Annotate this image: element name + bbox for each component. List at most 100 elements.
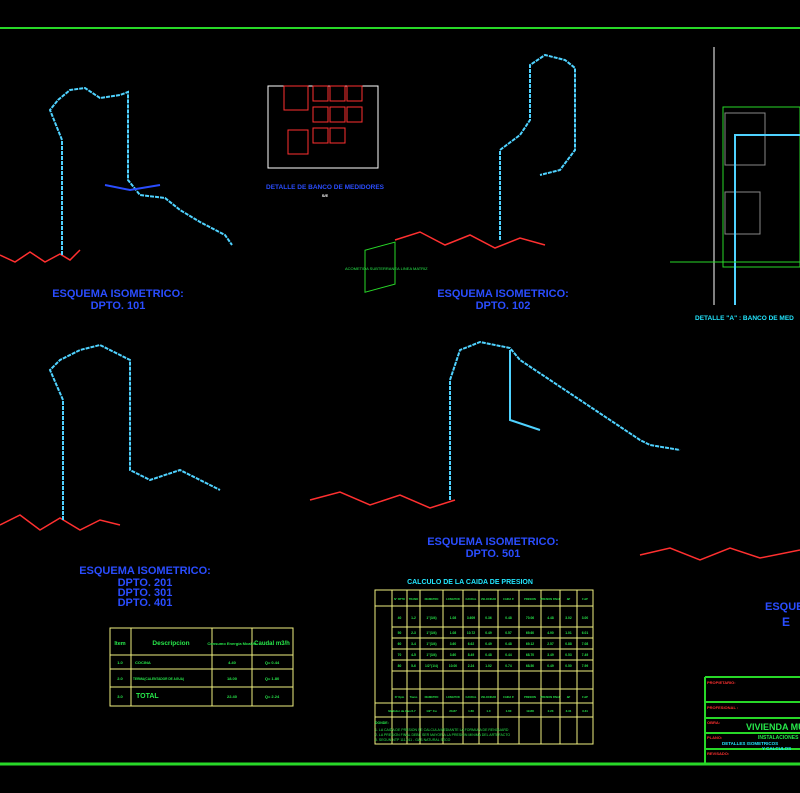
obra-value: VIVIENDA MU [746, 722, 800, 732]
cell: TOTAL [136, 693, 159, 700]
table-cell: 5-6 [411, 664, 416, 668]
acometida-label: ACOMETIDA SUBTERRANEA LINEA MATRIZ [345, 266, 428, 271]
table-cell: 1"(3/4) [426, 631, 436, 635]
iso-301-line: DPTO. 301 [118, 587, 173, 599]
table-cell: 3.60 [450, 642, 457, 646]
iso-501-subtitle: DPTO. 501 [466, 548, 521, 560]
table-cell: 8.49 [468, 653, 475, 657]
plano-value-3: Y CALCULOS [762, 746, 791, 751]
header-consumo: Consumo Energía Mcal/hr [207, 641, 257, 646]
table-cell: CAIDA P. [503, 597, 514, 601]
table-cell: 50 [398, 631, 402, 635]
table-cell: 1/2" Cu [426, 709, 437, 713]
title-block: PROPIETARIO: PROFESIONAL : OBRA: PLANO: … [704, 676, 800, 764]
table-cell: 0.48 [505, 616, 512, 620]
table-cell: 6.01 [582, 631, 589, 635]
table-cell: 0.44 [505, 653, 512, 657]
table-cell: CAUDAL [466, 597, 477, 601]
table-cell: 1.08 [450, 616, 457, 620]
table-cell: 3.31 [566, 709, 572, 713]
banco-medidores-title: DETALLE DE BANCO DE MEDIDORES [266, 184, 385, 191]
note: 1. LA CAIDA DE PRESION SE CALCULA MEDIAN… [375, 728, 509, 732]
table-cell: PRESION [524, 597, 536, 601]
table-cell: 0.88 [565, 642, 572, 646]
table-cell: 2-3 [411, 631, 416, 635]
table-cell: 0.36 [485, 616, 492, 620]
table-cell: 0.48 [505, 642, 512, 646]
note: 2. LA PRESION FINAL DEBE SER MAYOR A LA … [375, 733, 510, 737]
table-cell: 3.60 [450, 653, 457, 657]
table-cell: 1.0 [486, 709, 491, 713]
table-cell: 70 [398, 653, 402, 657]
table-cell: DIAMETRO [425, 695, 439, 699]
table-cell: 3.00 [582, 616, 589, 620]
revisado-label: REVISADO: [707, 751, 729, 756]
table-cell: PRESION [524, 695, 536, 699]
table-cell: 23.87 [449, 709, 457, 713]
table-cell: 1.01 [565, 631, 572, 635]
banco-medidores-detail: DETALLE DE BANCO DE MEDIDORES S/E [266, 85, 385, 198]
table-cell: 7.99 [582, 664, 589, 668]
table-cell: 1"(3/4) [426, 653, 436, 657]
notes-title: DONDE: [375, 721, 389, 725]
table-cell: 1.08 [450, 631, 457, 635]
isometric-dpto-102: ESQUEMA ISOMETRICO: DPTO. 102 ACOMETIDA … [345, 53, 576, 312]
cell: 18.00 [227, 676, 238, 681]
isometric-partial: ESQUE E [639, 547, 800, 629]
cell: TERMA(CALENTADOR DE AGUA) [133, 677, 184, 681]
iso-401-line: DPTO. 401 [118, 597, 173, 609]
obra-label: OBRA: [707, 720, 720, 725]
consumo-table-text: Item Descripcion Consumo Energía Mcal/hr… [114, 640, 290, 700]
table-cell: 3-4 [411, 642, 416, 646]
table-cell: 69.60 [526, 631, 534, 635]
cell: 4.40 [228, 660, 237, 665]
table-cell: 7.08 [582, 642, 589, 646]
iso-101-title: ESQUEMA ISOMETRICO: [52, 288, 184, 300]
pressure-table-title: CALCULO DE LA CAIDA DE PRESION [407, 579, 533, 586]
table-cell: 6.62 [468, 642, 475, 646]
table-cell: N° DPTO [394, 597, 405, 601]
table-cell: 70.06 [526, 616, 534, 620]
table-cell: Tramo [410, 695, 418, 699]
table-cell: 3.49 [547, 653, 554, 657]
table-cell: 0.49 [485, 631, 492, 635]
pressure-table-frame [374, 589, 594, 745]
iso-201-title: ESQUEMA ISOMETRICO: [79, 565, 211, 577]
table-cell: 1.60 [468, 709, 474, 713]
table-cell: 2.23 [548, 709, 554, 713]
table-cell: 1-2 [411, 616, 416, 620]
banco-medidores-scale: S/E [322, 193, 329, 198]
cell: 22.40 [227, 694, 238, 699]
table-cell: 10.00 [449, 664, 457, 668]
table-cell: DIAMETRO [425, 597, 439, 601]
table-cell: 10.72 [467, 631, 475, 635]
table-cell: Medidor de Gas [388, 709, 411, 713]
table-cell: 3.02 [565, 616, 572, 620]
table-cell: ΔP [567, 695, 571, 699]
plano-value-2: DETALLES ISOMETRICOS [722, 741, 778, 746]
table-cell: 0.48 [485, 653, 492, 657]
iso-102-subtitle: DPTO. 102 [476, 300, 531, 312]
table-cell: 4-5 [411, 653, 416, 657]
table-cell: 3.609 [467, 616, 475, 620]
iso-101-subtitle: DPTO. 101 [91, 300, 146, 312]
table-cell: 3.31 [582, 709, 588, 713]
table-cell: 2.57 [547, 642, 554, 646]
detalle-a-title: DETALLE "A" : BANCO DE MED [695, 315, 794, 322]
header-descripcion: Descripcion [152, 640, 189, 647]
cell: 2.0 [117, 676, 123, 681]
cell: 3.0 [117, 694, 123, 699]
isometric-dpto-201-301-401: ESQUEMA ISOMETRICO: DPTO. 201 DPTO. 301 … [0, 343, 221, 609]
consumo-table [109, 627, 294, 707]
plano-value-1: INSTALACIONES [758, 735, 799, 741]
table-cell: 68.50 [526, 664, 534, 668]
header-item: Item [114, 641, 125, 647]
table-cell: PRESION FINAL [540, 695, 560, 699]
cell: COCINA [135, 660, 151, 665]
cell: Q= 1.80 [265, 676, 280, 681]
table-cell: ΔP [567, 597, 571, 601]
table-cell: 0.49 [485, 642, 492, 646]
table-cell: 0.53 [565, 653, 572, 657]
table-cell: 80 [398, 664, 402, 668]
